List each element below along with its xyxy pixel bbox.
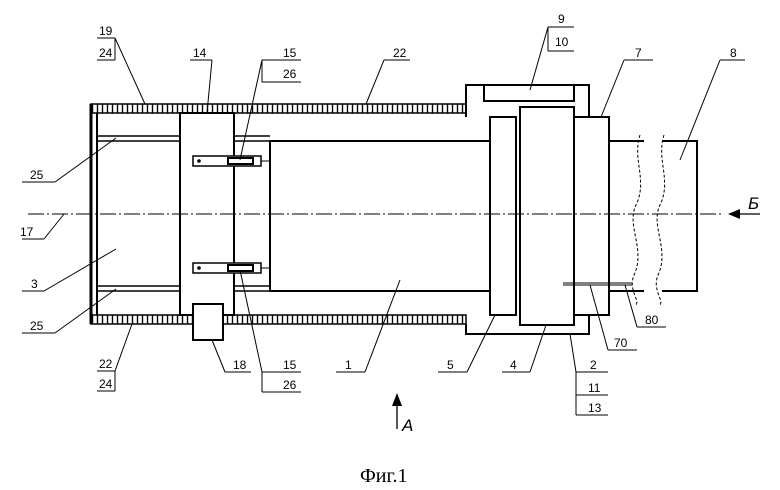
label-7: 7 <box>635 46 642 60</box>
label-4: 4 <box>510 358 517 372</box>
flange-4 <box>520 107 574 325</box>
label-22-bottom: 22 <box>99 357 113 371</box>
label-70: 70 <box>614 336 628 350</box>
label-11: 11 <box>588 381 601 395</box>
label-25-bottom: 25 <box>30 319 44 333</box>
label-22-top: 22 <box>393 46 407 60</box>
label-26-bottom: 26 <box>283 378 297 392</box>
label-24-bottom: 24 <box>99 377 113 391</box>
housing-bottom-wall <box>91 315 466 324</box>
clamp-bottom <box>193 263 275 273</box>
figure-caption: Фиг.1 <box>360 465 407 487</box>
unit-9 <box>484 85 574 101</box>
label-26-top: 26 <box>283 67 297 81</box>
label-8: 8 <box>730 46 737 60</box>
label-9: 9 <box>558 12 565 26</box>
label-18: 18 <box>233 358 247 372</box>
outer-pipe <box>609 141 697 291</box>
view-label-b: Б <box>748 194 759 213</box>
label-14: 14 <box>193 46 207 60</box>
label-19: 19 <box>99 24 113 38</box>
label-24-top: 24 <box>99 46 113 60</box>
inner-pipe <box>270 141 490 291</box>
label-3: 3 <box>31 277 38 291</box>
label-25-top: 25 <box>30 168 44 182</box>
view-arrow-a <box>392 393 402 429</box>
label-15-bottom: 15 <box>283 358 297 372</box>
housing-top-wall <box>91 104 466 113</box>
label-13: 13 <box>588 401 602 415</box>
label-1: 1 <box>345 358 352 372</box>
label-80: 80 <box>645 313 659 327</box>
view-label-a: A <box>401 416 413 435</box>
label-2: 2 <box>590 358 597 372</box>
flange-5 <box>490 117 516 315</box>
label-17: 17 <box>20 225 34 239</box>
label-10: 10 <box>555 35 569 49</box>
drive-unit <box>193 304 223 340</box>
clamp-top <box>193 156 275 166</box>
label-15-top: 15 <box>283 46 297 60</box>
label-5: 5 <box>447 358 454 372</box>
